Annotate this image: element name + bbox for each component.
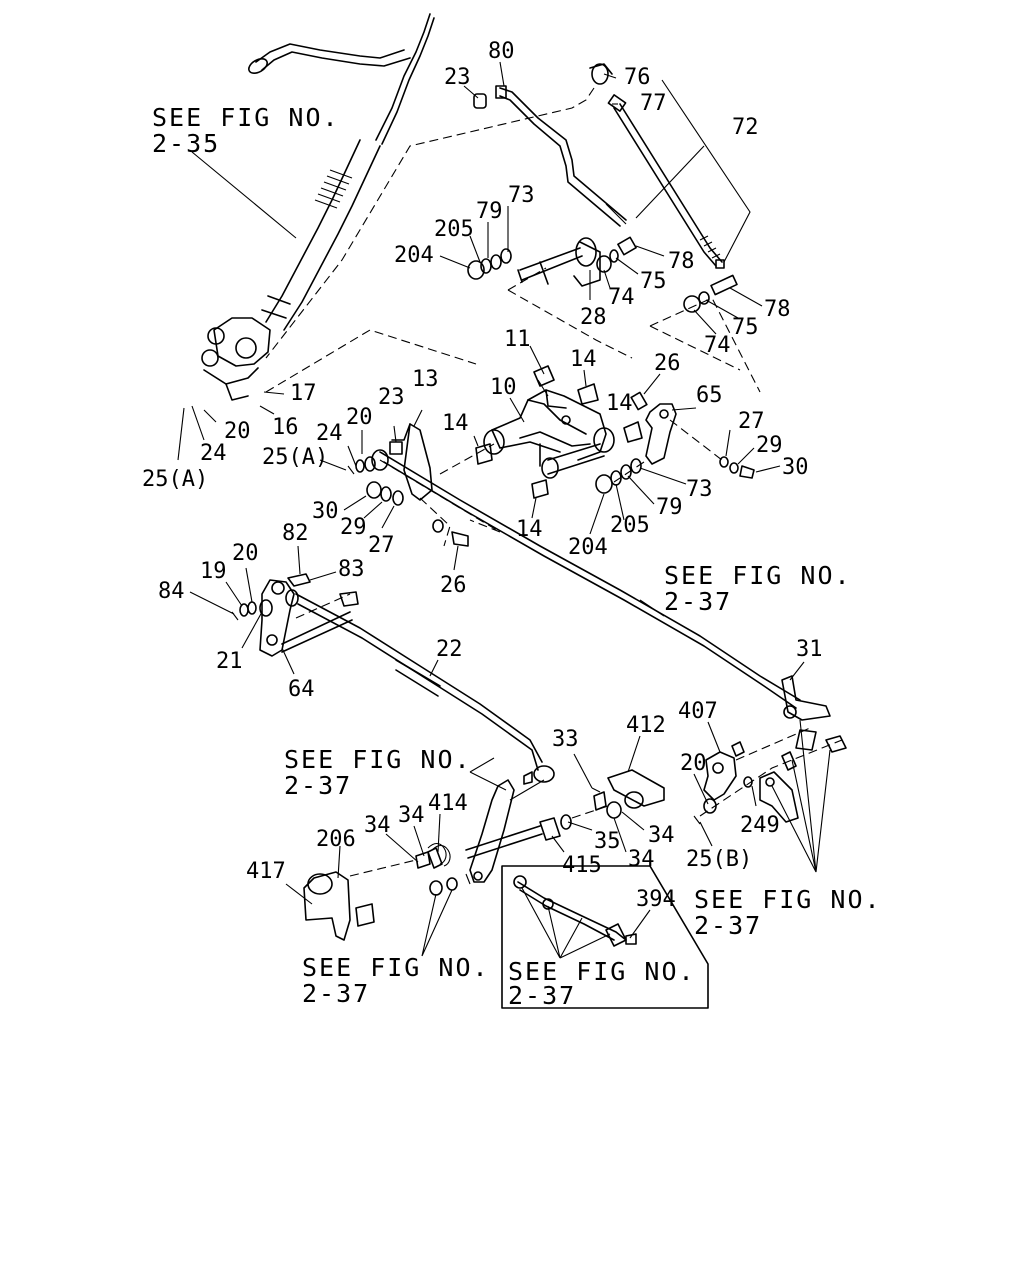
- callout-31: 31: [796, 637, 823, 662]
- callout-73: 73: [508, 183, 535, 208]
- bracket-assembly: [483, 389, 615, 479]
- steering-column: [201, 13, 435, 401]
- callout-64: 64: [288, 677, 315, 702]
- callout-33: 33: [552, 727, 579, 752]
- callout-78: 78: [668, 249, 695, 274]
- callout-76: 76: [624, 65, 651, 90]
- callout-14b: 14: [442, 411, 469, 436]
- callout-77: 77: [640, 91, 667, 116]
- part-callouts: 80 23 76 77 72 79 73 205 204 78 75 74 28…: [142, 39, 823, 912]
- callout-29b: 29: [340, 515, 367, 540]
- callout-10: 10: [490, 375, 517, 400]
- callout-23: 23: [444, 65, 471, 90]
- callout-28: 28: [580, 305, 607, 330]
- callout-79: 79: [476, 199, 503, 224]
- ref-fig-2-37-bottom-left-line2: 2-37: [302, 979, 370, 1008]
- callout-30b: 30: [312, 499, 339, 524]
- callout-34c: 34: [648, 823, 675, 848]
- callout-19: 19: [200, 559, 227, 584]
- callout-14d: 14: [516, 517, 543, 542]
- callout-14a: 14: [570, 347, 597, 372]
- callout-30a: 30: [782, 455, 809, 480]
- callout-34d: 34: [628, 847, 655, 872]
- callout-26b: 26: [440, 573, 467, 598]
- callout-21: 21: [216, 649, 243, 674]
- callout-27b: 27: [368, 533, 395, 558]
- callout-205: 205: [434, 217, 474, 242]
- callout-394: 394: [636, 887, 676, 912]
- callout-417: 417: [246, 859, 286, 884]
- callout-204b: 204: [568, 535, 608, 560]
- callout-73b: 73: [686, 477, 713, 502]
- callout-20d: 20: [680, 751, 707, 776]
- callout-65: 65: [696, 383, 723, 408]
- callout-11: 11: [504, 327, 531, 352]
- callout-34b: 34: [364, 813, 391, 838]
- ref-fig-2-37-bottom-right-line2: 2-37: [694, 911, 762, 940]
- callout-23b: 23: [378, 385, 405, 410]
- callout-204: 204: [394, 243, 434, 268]
- callout-79b: 79: [656, 495, 683, 520]
- callout-20a: 20: [224, 419, 251, 444]
- ref-fig-2-37-right-line2: 2-37: [664, 587, 732, 616]
- ref-fig-2-37-boxed-line2: 2-37: [508, 981, 576, 1010]
- ref-fig-2-37-left-line2: 2-37: [284, 771, 352, 800]
- callout-22: 22: [436, 637, 463, 662]
- callout-74b: 74: [704, 333, 731, 358]
- callout-78b: 78: [764, 297, 791, 322]
- callout-75b: 75: [732, 315, 759, 340]
- callout-206: 206: [316, 827, 356, 852]
- callout-17: 17: [290, 381, 317, 406]
- ref-fig-2-37-bottom-left-line1: SEE FIG NO.: [302, 953, 490, 982]
- callout-25b: 25(A): [262, 445, 328, 470]
- lower-left-lever: [231, 573, 359, 657]
- figure-references: SEE FIG NO. 2-35 SEE FIG NO. 2-37 SEE FI…: [152, 103, 882, 1010]
- callout-29a: 29: [756, 433, 783, 458]
- callout-83: 83: [338, 557, 365, 582]
- boxed-assembly-frame: [501, 865, 709, 1009]
- callout-205b: 205: [610, 513, 650, 538]
- callout-16: 16: [272, 415, 299, 440]
- part-drawings: [201, 13, 847, 947]
- callout-249: 249: [740, 813, 780, 838]
- callout-74: 74: [608, 285, 635, 310]
- callout-35: 35: [594, 829, 621, 854]
- callout-25a: 25(A): [142, 467, 208, 492]
- ref-fig-2-35-line2: 2-35: [152, 129, 220, 158]
- callout-20b: 20: [346, 405, 373, 430]
- callout-20c: 20: [232, 541, 259, 566]
- callout-84: 84: [158, 579, 185, 604]
- callout-34a: 34: [398, 803, 425, 828]
- ref-fig-2-37-boxed-line1: SEE FIG NO.: [508, 957, 696, 986]
- callout-25b-lower: 25(B): [686, 847, 752, 872]
- callout-407: 407: [678, 699, 718, 724]
- callout-75: 75: [640, 269, 667, 294]
- callout-14c: 14: [606, 391, 633, 416]
- callout-27a: 27: [738, 409, 765, 434]
- callout-24a: 24: [200, 441, 227, 466]
- ref-fig-2-35-line1: SEE FIG NO.: [152, 103, 340, 132]
- leader-lines: [177, 61, 831, 959]
- ref-fig-2-37-right-line1: SEE FIG NO.: [664, 561, 852, 590]
- callout-72: 72: [732, 115, 759, 140]
- callout-415: 415: [562, 853, 602, 878]
- callout-82: 82: [282, 521, 309, 546]
- callout-13: 13: [412, 367, 439, 392]
- callout-80: 80: [488, 39, 515, 64]
- callout-24b: 24: [316, 421, 343, 446]
- callout-26a: 26: [654, 351, 681, 376]
- ref-fig-2-37-bottom-right-line1: SEE FIG NO.: [694, 885, 882, 914]
- ref-fig-2-37-left-line1: SEE FIG NO.: [284, 745, 472, 774]
- callout-414: 414: [428, 791, 468, 816]
- callout-412: 412: [626, 713, 666, 738]
